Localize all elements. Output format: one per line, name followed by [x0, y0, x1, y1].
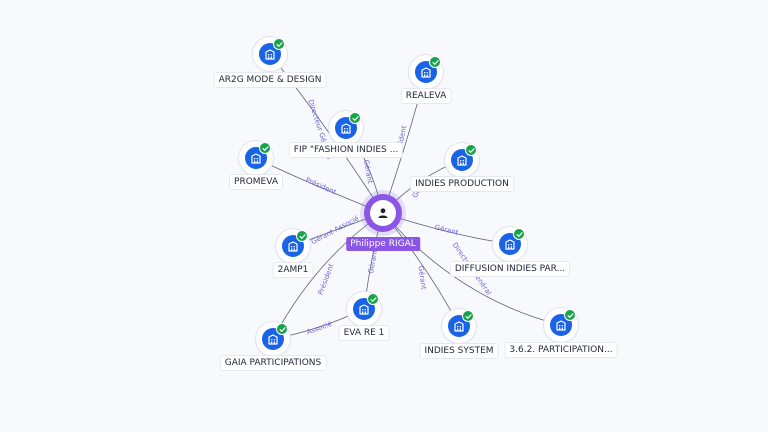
verified-check-icon — [367, 293, 379, 305]
relation-label-gaia: Président — [317, 262, 336, 296]
relation-label-indies_sys: Gérant — [416, 265, 427, 290]
relation-line-p362 — [382, 212, 562, 326]
company-node-eva-re-1[interactable] — [347, 292, 381, 326]
relation-label-diffusion: Gérant — [434, 223, 460, 237]
company-node-gaia-participations[interactable] — [256, 322, 290, 356]
verified-check-icon — [349, 112, 361, 124]
verified-check-icon — [273, 38, 285, 50]
company-node-fip-fashion-indies[interactable] — [329, 111, 363, 145]
company-label-promeva[interactable]: PROMEVA — [230, 175, 282, 189]
company-label-indies-production[interactable]: INDIES PRODUCTION — [411, 177, 513, 191]
verified-check-icon — [429, 56, 441, 68]
company-node-3-6-2-participation[interactable] — [544, 308, 578, 342]
company-label-indies-system[interactable]: INDIES SYSTEM — [420, 344, 498, 358]
company-label-gaia-participations[interactable]: GAIA PARTICIPATIONS — [220, 356, 326, 370]
company-node-indies-system[interactable] — [442, 309, 476, 343]
relation-label-fip: Gérant — [362, 159, 374, 184]
company-node-diffusion-indies-par[interactable] — [493, 227, 527, 261]
verified-check-icon — [564, 309, 576, 321]
company-label-eva-re-1[interactable]: EVA RE 1 — [339, 326, 389, 340]
company-node-indies-production[interactable] — [445, 143, 479, 177]
relation-label-gaia: Associé — [306, 320, 334, 337]
company-label-diffusion-indies-par[interactable]: DIFFUSION INDIES PAR... — [450, 262, 570, 276]
company-node-realeva[interactable] — [409, 55, 443, 89]
verified-check-icon — [276, 323, 288, 335]
company-node-2amp1[interactable] — [276, 229, 310, 263]
company-label-realeva[interactable]: REALEVA — [401, 89, 451, 103]
verified-check-icon — [296, 230, 308, 242]
person-name[interactable]: Philippe RIGAL — [346, 237, 420, 251]
company-node-promeva[interactable] — [239, 141, 273, 175]
company-label-ar2g-mode-design[interactable]: AR2G MODE & DESIGN — [214, 73, 326, 87]
verified-check-icon — [259, 142, 271, 154]
relation-label-eva: Gérant — [367, 249, 379, 274]
verified-check-icon — [465, 144, 477, 156]
company-label-2amp1[interactable]: 2AMP1 — [273, 263, 313, 277]
company-node-ar2g-mode-design[interactable] — [253, 37, 287, 71]
verified-check-icon — [462, 310, 474, 322]
relation-line-ar2g — [269, 53, 384, 214]
verified-check-icon — [513, 228, 525, 240]
company-label-3-6-2-participation[interactable]: 3.6.2. PARTICIPATION... — [505, 343, 617, 357]
company-label-fip-fashion-indies[interactable]: FIP "FASHION INDIES ... — [289, 143, 403, 157]
person-node[interactable] — [360, 190, 406, 236]
relation-label-promeva: Président — [304, 176, 337, 197]
person-icon — [370, 200, 396, 226]
